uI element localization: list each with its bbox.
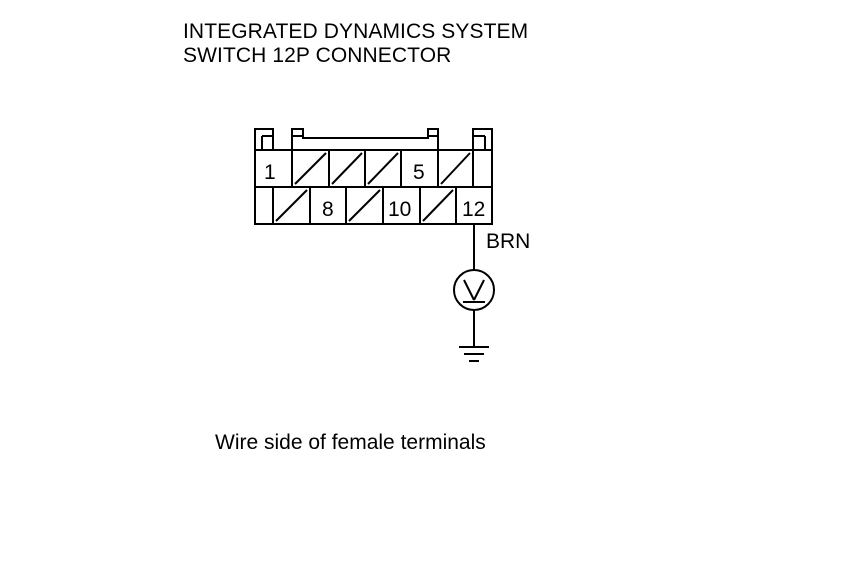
empty-cavity-6 <box>440 152 471 185</box>
empty-cavity-2 <box>294 152 327 185</box>
terminal-1-label: 1 <box>264 161 276 184</box>
ground-icon <box>459 346 489 362</box>
empty-cavity-7 <box>275 189 308 222</box>
right-lock-tab <box>472 128 493 150</box>
empty-cavity-11 <box>422 189 454 222</box>
terminal-8-label: 8 <box>322 198 334 221</box>
terminal-10-label: 10 <box>388 198 411 221</box>
left-lock-tab <box>254 128 274 150</box>
empty-cavity-9 <box>348 189 381 222</box>
connector-key <box>291 128 439 150</box>
voltmeter-symbol <box>453 269 495 311</box>
terminal-5-label: 5 <box>413 161 425 184</box>
empty-cavity-4 <box>367 152 399 185</box>
voltmeter-v-glyph <box>463 279 485 303</box>
terminal-12-label: 12 <box>462 198 485 221</box>
empty-cavity-3 <box>331 152 363 185</box>
title-line-2: SWITCH 12P CONNECTOR <box>183 44 452 67</box>
title-line-1: INTEGRATED DYNAMICS SYSTEM <box>183 20 529 43</box>
diagram-title: INTEGRATED DYNAMICS SYSTEM SWITCH 12P CO… <box>183 20 528 68</box>
wire-color-label: BRN <box>486 230 530 253</box>
diagram-caption: Wire side of female terminals <box>215 431 486 454</box>
